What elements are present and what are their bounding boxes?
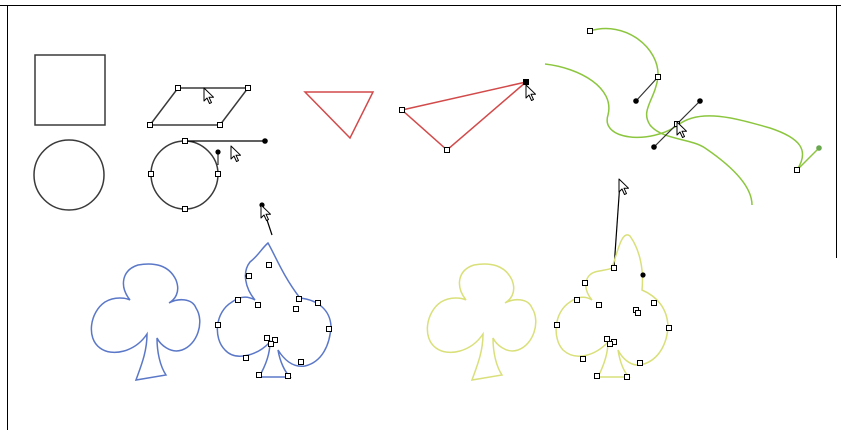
club-edit-shape-blue[interactable]	[215, 202, 332, 379]
anchor-point	[215, 322, 221, 328]
anchor-point	[624, 374, 630, 380]
anchor-point	[217, 122, 223, 128]
anchor-point	[666, 325, 672, 331]
circle-edit-shape[interactable]	[148, 138, 268, 212]
anchor-point	[651, 300, 657, 306]
anchor-point	[182, 206, 188, 212]
anchor-point	[444, 147, 450, 153]
control-handle	[613, 181, 621, 269]
triangle-edit-shape[interactable]	[399, 79, 536, 153]
control-point	[651, 144, 657, 150]
anchor-point	[246, 273, 252, 279]
control-point	[215, 149, 221, 155]
anchor-point	[182, 138, 188, 144]
control-point	[633, 98, 639, 104]
anchor-point	[255, 302, 261, 308]
club-shape-yellow[interactable]	[426, 263, 537, 381]
control-point	[697, 98, 703, 104]
control-point	[816, 145, 822, 151]
anchor-point	[235, 297, 241, 303]
anchor-point	[285, 373, 291, 379]
square-shape[interactable]	[34, 54, 106, 126]
mouse-pointer-icon	[676, 121, 687, 138]
anchor-point	[637, 360, 643, 366]
anchor-point	[582, 280, 588, 286]
mouse-pointer-icon	[230, 145, 241, 162]
triangle-shape[interactable]	[303, 91, 375, 140]
anchor-point	[243, 355, 249, 361]
anchor-point	[256, 372, 262, 378]
anchor-point	[315, 300, 321, 306]
anchor-point	[596, 302, 602, 308]
anchor-point	[272, 337, 278, 343]
anchor-point	[794, 167, 800, 173]
mouse-pointer-icon	[618, 178, 629, 195]
anchor-point	[175, 85, 181, 91]
anchor-point	[611, 265, 617, 271]
club-edit-shape-yellow[interactable]	[554, 178, 672, 380]
anchor-point	[607, 341, 613, 347]
anchor-point	[293, 306, 299, 312]
club-shape-blue[interactable]	[90, 263, 201, 381]
anchor-point	[399, 107, 405, 113]
mouse-pointer-icon	[525, 84, 536, 101]
anchor-point	[245, 85, 251, 91]
anchor-point	[604, 336, 610, 342]
anchor-point	[215, 171, 221, 177]
anchor-point	[574, 297, 580, 303]
anchor-point	[298, 359, 304, 365]
anchor-point	[635, 310, 641, 316]
anchor-point	[147, 122, 153, 128]
circle-shape[interactable]	[33, 139, 105, 211]
mouse-pointer-icon	[260, 204, 271, 221]
anchor-point	[523, 79, 529, 85]
anchor-point	[655, 74, 661, 80]
bezier-curve-shape[interactable]	[544, 27, 820, 206]
control-point	[262, 138, 268, 144]
anchor-point	[296, 296, 302, 302]
anchor-point	[266, 262, 272, 268]
control-point	[640, 272, 646, 278]
anchor-point	[264, 335, 270, 341]
mouse-pointer-icon	[203, 87, 214, 104]
anchor-point	[148, 171, 154, 177]
anchor-point	[580, 356, 586, 362]
bezier-handles[interactable]	[587, 28, 822, 173]
anchor-point	[587, 28, 593, 34]
anchor-point	[268, 341, 274, 347]
anchor-point	[594, 373, 600, 379]
anchor-point	[554, 322, 560, 328]
parallelogram-shape[interactable]	[147, 85, 251, 128]
anchor-point	[326, 326, 332, 332]
